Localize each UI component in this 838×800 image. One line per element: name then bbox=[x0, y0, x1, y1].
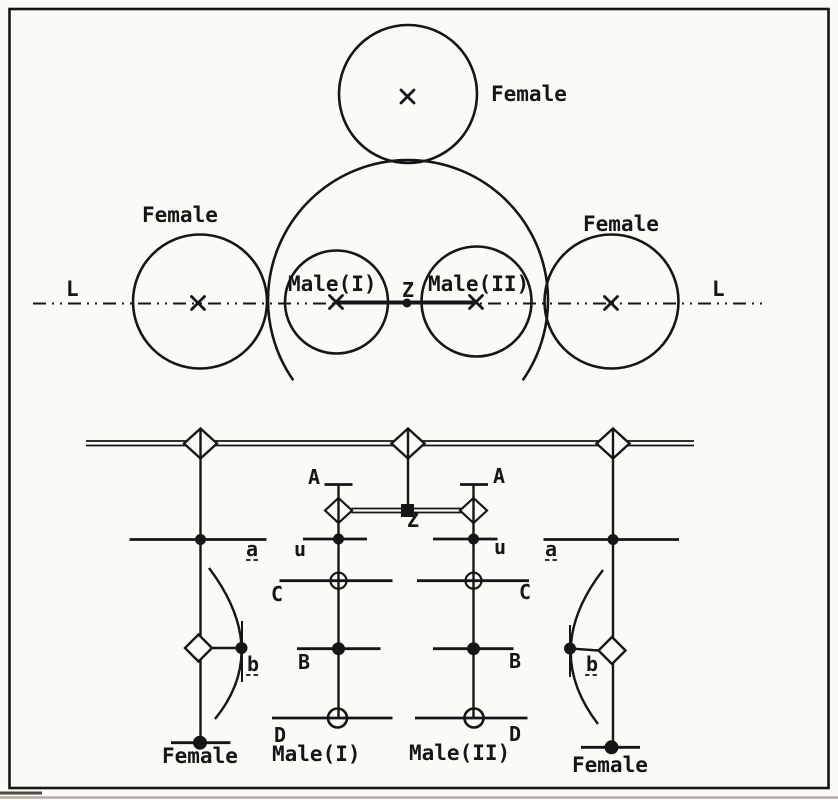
large-enclosing-arc bbox=[266, 158, 550, 382]
label-female-bottom-left: Female bbox=[162, 744, 238, 768]
label-C-right: C bbox=[519, 580, 531, 604]
label-male2-top: Male(II) bbox=[428, 272, 529, 296]
right-a-dot bbox=[607, 534, 619, 545]
male1-B-dot bbox=[332, 642, 345, 656]
male2-B-dot bbox=[467, 642, 480, 656]
male1-C-circle bbox=[329, 571, 348, 590]
label-b-left: b bbox=[247, 652, 259, 676]
label-b-right: b bbox=[586, 652, 598, 676]
label-u-left: u bbox=[294, 537, 306, 561]
x-mark-right-female bbox=[603, 295, 619, 311]
label-D-left: D bbox=[274, 723, 286, 747]
label-B-left: B bbox=[298, 650, 310, 674]
label-male1-top: Male(I) bbox=[288, 272, 377, 296]
right-b-connector bbox=[572, 647, 599, 652]
label-u-right: u bbox=[494, 535, 506, 559]
label-z-bottom: Z bbox=[407, 508, 419, 532]
left-female-circle bbox=[131, 233, 269, 370]
top-female-circle bbox=[337, 23, 479, 165]
z-node-square bbox=[401, 504, 414, 517]
left-a-dot bbox=[195, 534, 206, 545]
x-mark-top-female bbox=[399, 88, 416, 105]
label-L-left: L bbox=[66, 277, 79, 301]
figure-border-frame bbox=[8, 7, 830, 790]
x-mark-male1 bbox=[328, 294, 344, 310]
left-female-diamond bbox=[183, 632, 214, 664]
right-female-circle bbox=[543, 233, 680, 370]
label-a-left: a bbox=[246, 537, 258, 561]
male2-u-dot bbox=[468, 533, 479, 545]
bottom-diagram: A A Z u u a a C C B B b b D D Female Mal… bbox=[86, 426, 694, 777]
label-left-female: Female bbox=[142, 203, 218, 227]
male2-C-circle bbox=[464, 571, 483, 590]
label-A-left: A bbox=[308, 465, 320, 489]
label-A-right: A bbox=[493, 464, 505, 488]
label-male2-bottom: Male(II) bbox=[409, 741, 510, 765]
label-z-top: Z bbox=[402, 278, 414, 302]
label-top-female: Female bbox=[491, 82, 567, 106]
right-female-diamond bbox=[596, 635, 628, 666]
label-L-right: L bbox=[712, 277, 725, 301]
male1-u-dot bbox=[333, 533, 344, 545]
x-mark-male2 bbox=[468, 294, 484, 310]
left-female-end-dot bbox=[193, 735, 207, 750]
label-D-right: D bbox=[509, 722, 521, 746]
label-male1-bottom: Male(I) bbox=[272, 742, 361, 766]
top-diagram: L L Female Female Female Male(I) Male(II… bbox=[33, 23, 768, 382]
male1-D-circle bbox=[326, 707, 349, 729]
label-B-right: B bbox=[509, 649, 521, 673]
male2-D-circle bbox=[463, 707, 485, 729]
right-female-end-dot bbox=[604, 740, 619, 755]
x-mark-left-female bbox=[190, 295, 206, 311]
z-point-dot bbox=[402, 298, 412, 308]
left-pairing-arc bbox=[208, 567, 243, 720]
label-right-female: Female bbox=[583, 212, 659, 236]
label-female-bottom-right: Female bbox=[572, 753, 648, 777]
label-a-right: a bbox=[545, 537, 557, 561]
label-C-left: C bbox=[271, 582, 283, 606]
